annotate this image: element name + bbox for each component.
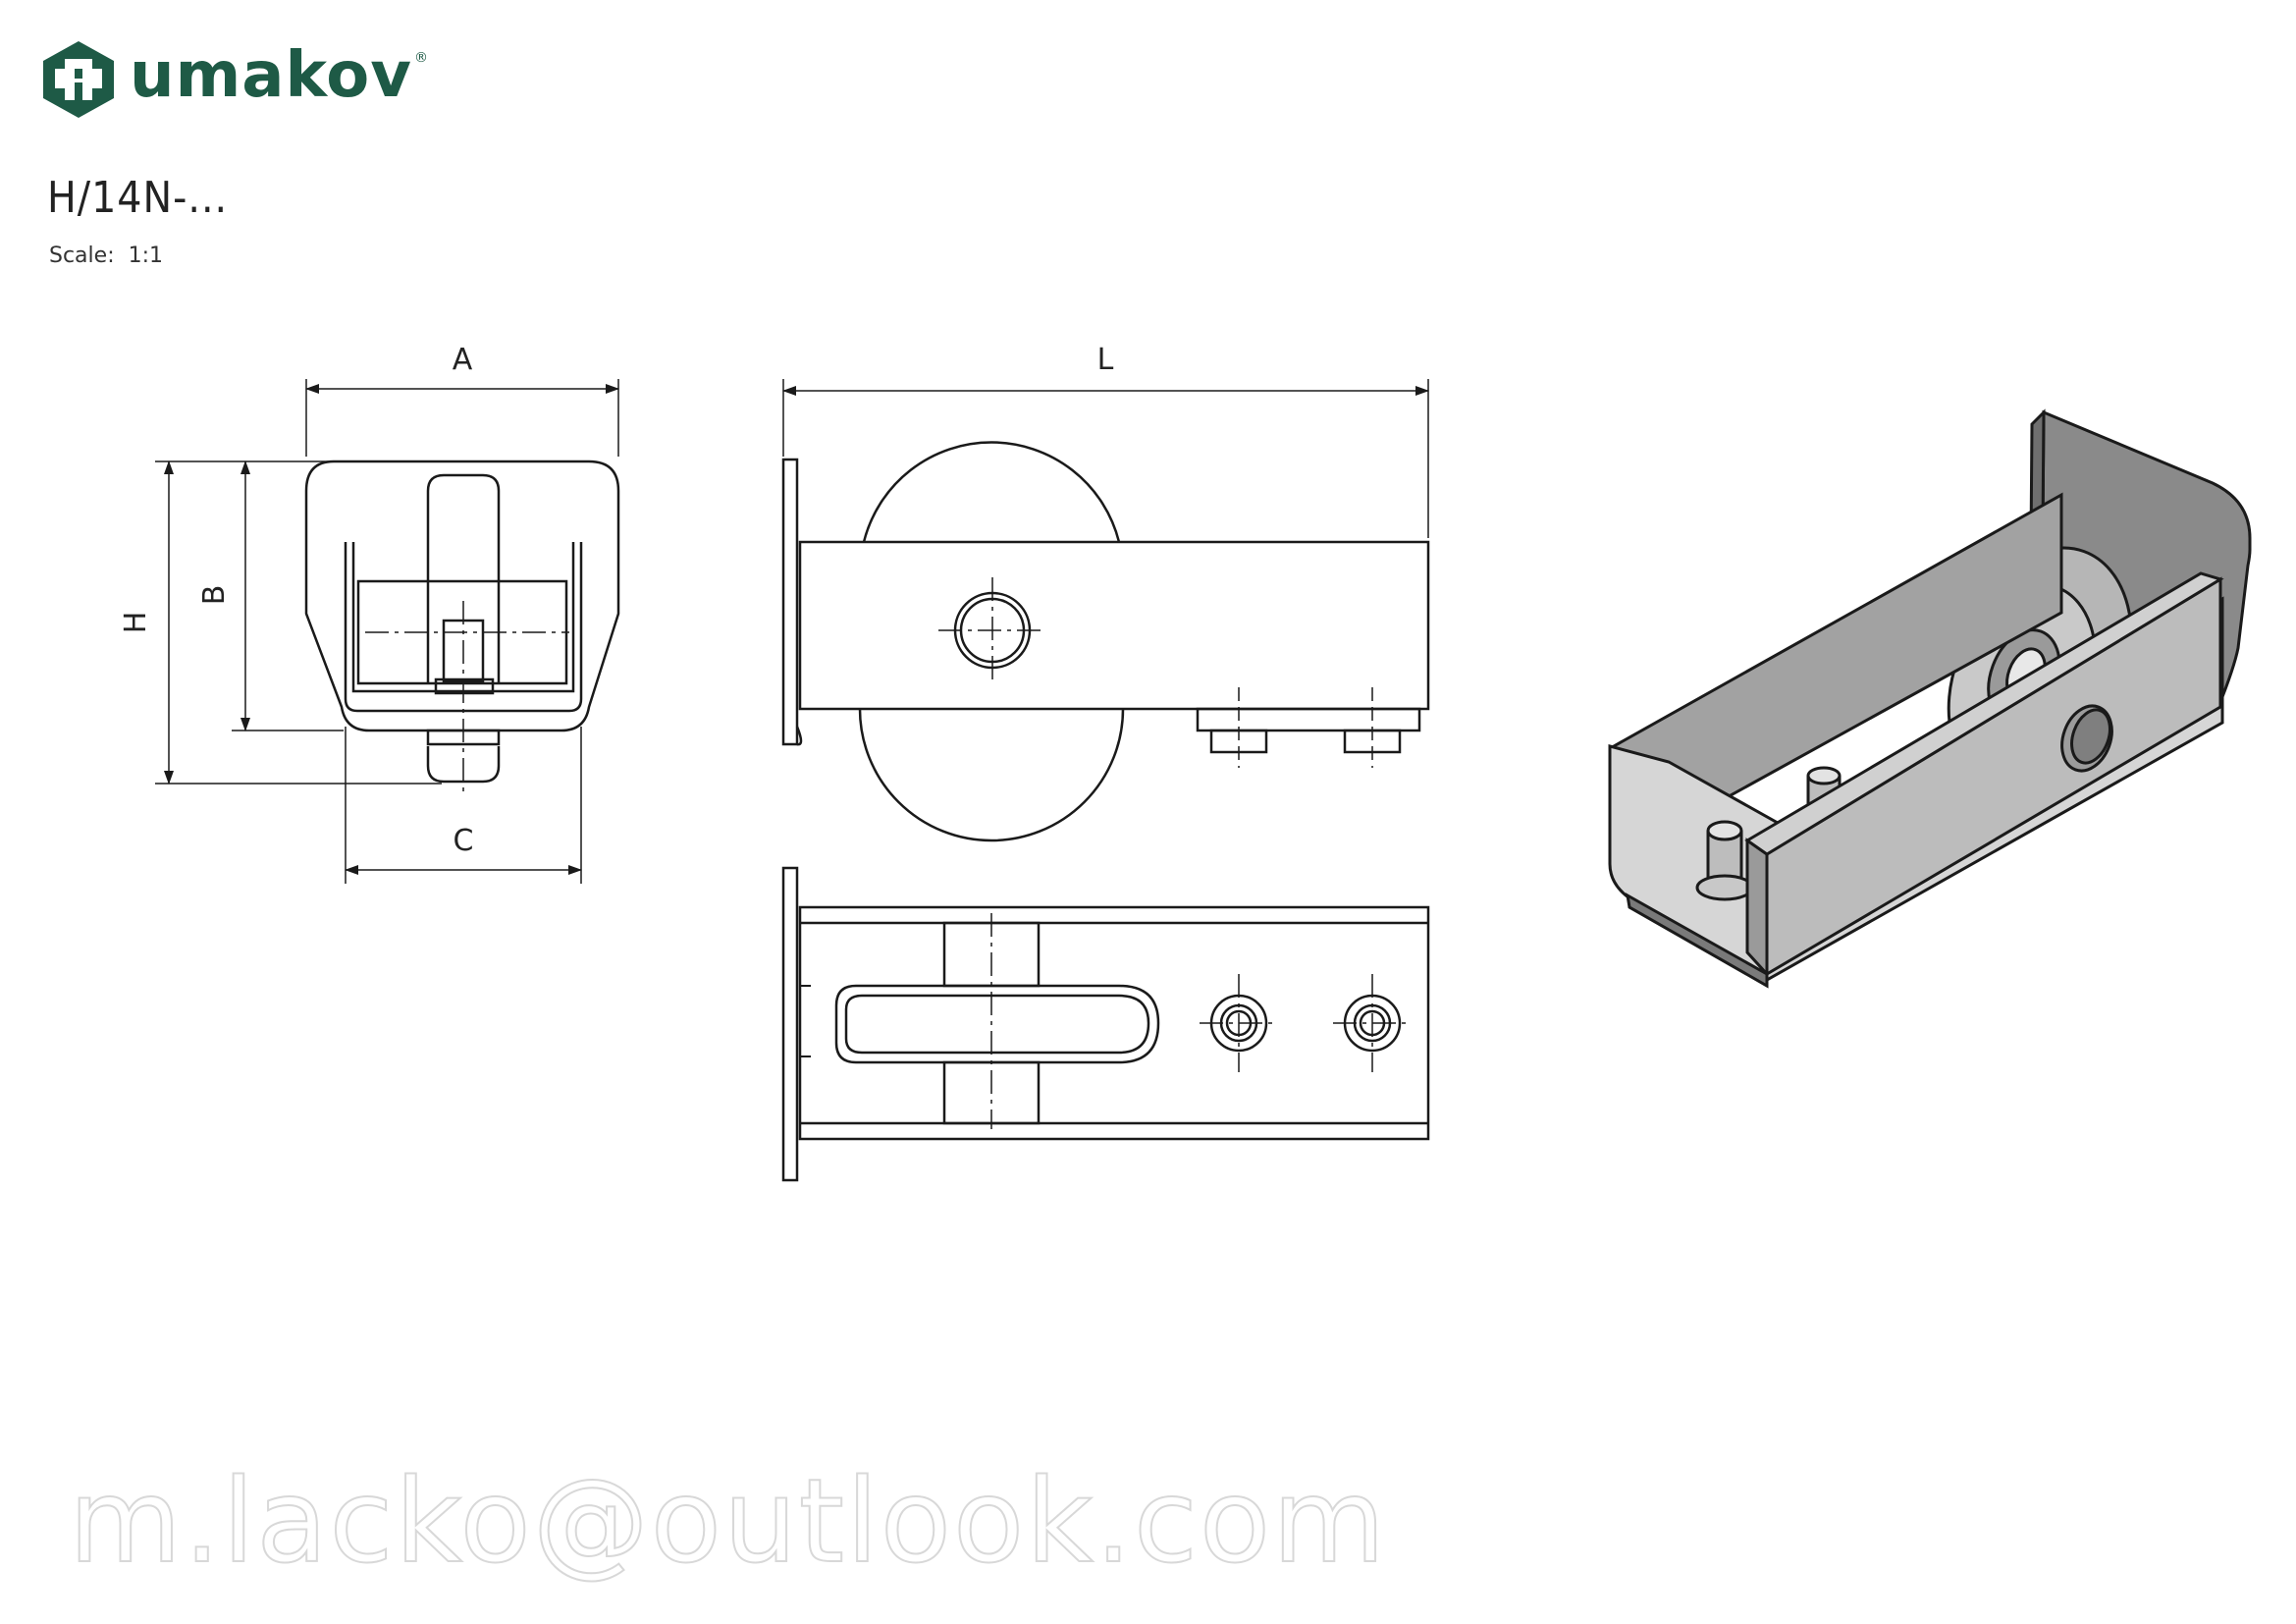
- scale-label: Scale:: [49, 244, 115, 268]
- dimension-label-a: A: [453, 343, 473, 377]
- dimension-label-c: C: [454, 824, 474, 858]
- side-view: [781, 379, 1430, 842]
- isometric-view: [1608, 408, 2252, 989]
- dimension-label-l: L: [1097, 343, 1114, 377]
- brand-logo: umakov ®: [39, 39, 428, 120]
- top-view: [781, 866, 1430, 1182]
- front-view: [155, 379, 620, 884]
- logo-mark-icon: [43, 41, 114, 118]
- scale-info: Scale: 1:1: [49, 244, 163, 268]
- scale-value: 1:1: [128, 244, 164, 268]
- registered-mark: ®: [413, 50, 428, 66]
- brand-name: umakov: [130, 39, 412, 112]
- dimension-label-h: H: [119, 612, 153, 634]
- part-number: H/14N-...: [47, 173, 229, 223]
- dimension-label-b: B: [197, 585, 232, 606]
- watermark-email: m.lacko@outlook.com: [68, 1452, 1388, 1590]
